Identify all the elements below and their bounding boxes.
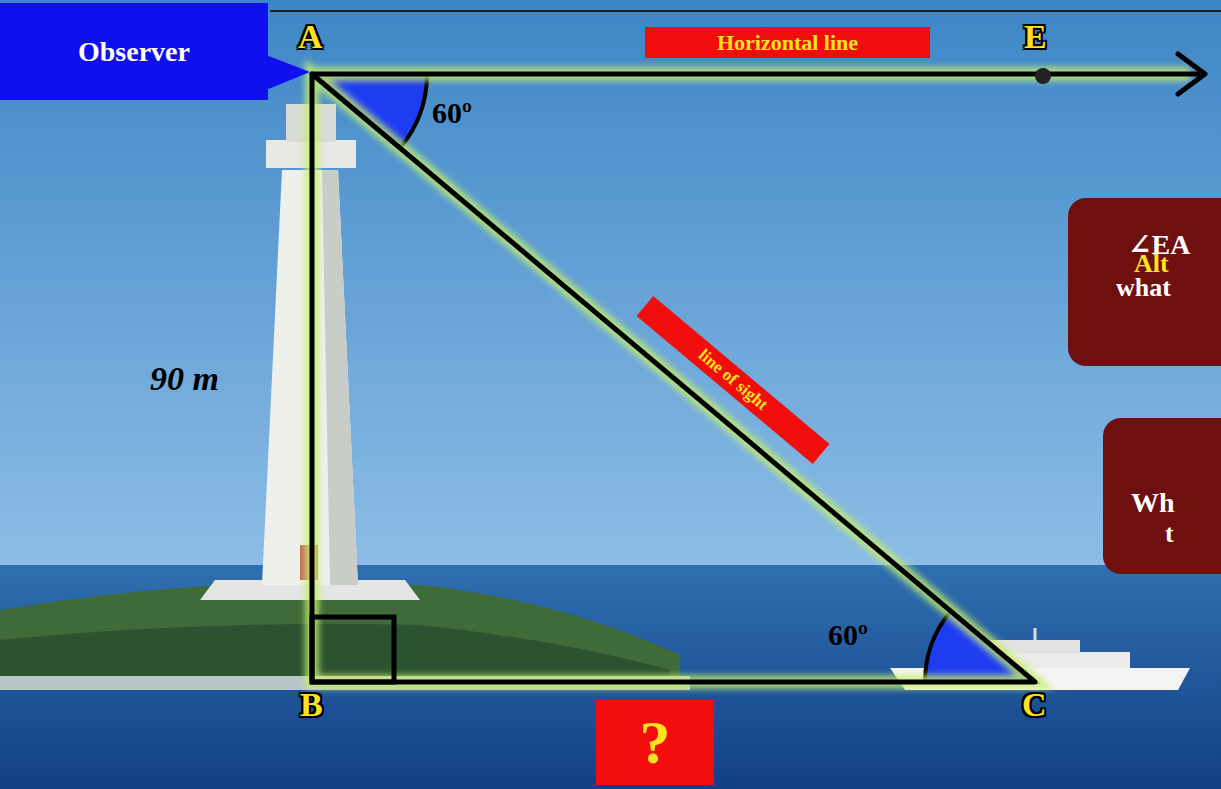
point-dot	[1035, 68, 1051, 84]
unknown-box: ?	[596, 700, 714, 785]
horizontal-line	[312, 72, 1200, 77]
question-box: Wh t	[1103, 418, 1221, 574]
lighthouse-shadow	[322, 170, 358, 585]
line-glow	[312, 74, 1190, 682]
node-text: Observer	[78, 37, 190, 66]
length-label: 90 m	[150, 362, 219, 396]
frame-line	[270, 10, 1221, 12]
point-label: B	[300, 688, 323, 722]
pointer	[266, 55, 310, 90]
observer-box: Observer	[0, 3, 268, 100]
node-text: t	[1165, 520, 1174, 547]
question-box: ∠EAAltwhat	[1068, 198, 1221, 366]
title-label: Horizontal line	[645, 27, 930, 58]
node-text: what	[1116, 274, 1171, 301]
sky	[0, 0, 1221, 565]
right-angle-mark	[312, 617, 394, 682]
triangle	[312, 74, 1035, 682]
arrow-head	[1178, 54, 1205, 94]
point-label: C	[1022, 688, 1047, 722]
node-text: ?	[640, 710, 671, 775]
angle-label: 60º	[828, 620, 868, 650]
angle-label: 60º	[432, 98, 472, 128]
island	[0, 585, 680, 690]
node-text: Wh	[1131, 488, 1175, 517]
node-text: Horizontal line	[717, 31, 858, 54]
point-label: A	[298, 20, 323, 54]
point-label: E	[1024, 20, 1047, 54]
ship-mast	[1034, 628, 1037, 640]
